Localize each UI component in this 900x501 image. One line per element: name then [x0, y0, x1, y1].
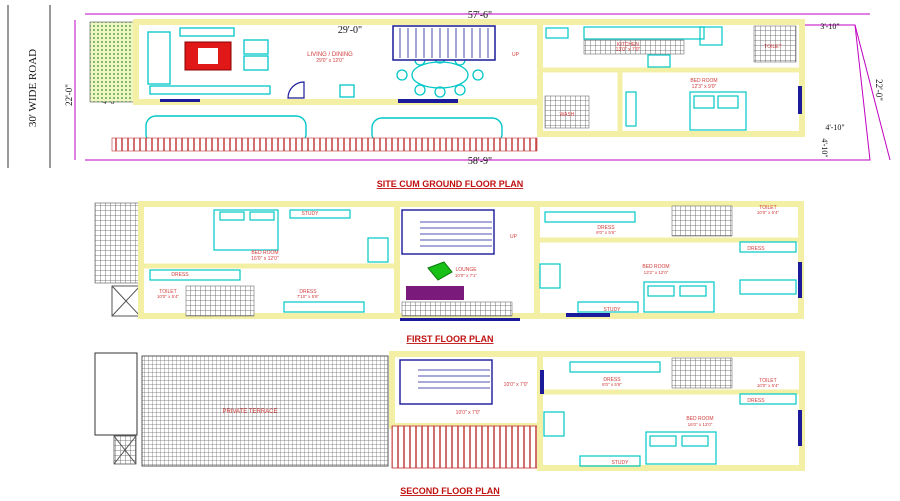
wash-label: WASH	[560, 112, 575, 118]
second-staircase	[399, 359, 493, 405]
ground-bedroom-label: BED ROOM	[690, 78, 717, 84]
living-size: 29'0" x 12'0"	[316, 58, 344, 64]
first-toilet-right-size: 10'0" x 5'4"	[757, 210, 780, 215]
kitchen-toilet-hatch	[753, 25, 797, 63]
second-landing-size: 10'0" x 7'0"	[456, 410, 481, 416]
kitchen-label: KITCHEN	[617, 42, 639, 48]
lounge-green-icon	[427, 261, 453, 281]
second-dress-size: 8'0" x 5'6"	[602, 382, 622, 387]
first-balcony-hatch	[94, 202, 142, 284]
second-dress-label: DRESS	[603, 377, 621, 383]
first-bedroom-left-size: 16'0" x 12'0"	[251, 256, 279, 262]
first-windows	[400, 262, 802, 321]
living-label: LIVING / DINING	[307, 52, 353, 58]
lounge-size: 10'0" x 7'1"	[455, 273, 478, 278]
second-landing2-size: 10'0" x 7'0"	[504, 382, 529, 388]
ground-floor-plan: 57'-6" 58'-9" 22'-0" 22'-0" 3'-10" 4'-10…	[64, 10, 891, 167]
first-furniture-icons	[149, 209, 797, 313]
ground-staircase: UP	[392, 25, 520, 61]
ground-floor-title: SITE CUM GROUND FLOOR PLAN	[377, 179, 524, 189]
dim-right-small: 4'-10"	[825, 123, 844, 132]
first-bedroom-left-label: BED ROOM	[251, 250, 278, 256]
lounge-label: LOUNGE	[455, 267, 477, 273]
road-strip: 30' WIDE ROAD	[7, 5, 51, 168]
first-toilet-left-label: TOILET	[159, 289, 176, 295]
dim-top: 57'-6"	[468, 10, 492, 21]
second-floor-title: SECOND FLOOR PLAN	[400, 486, 500, 496]
dim-right-lower: 4'-10"	[820, 138, 829, 157]
stair-up-label: UP	[512, 52, 520, 58]
first-bedroom-right-size: 13'2" x 12'0"	[644, 270, 669, 275]
second-dress2-label: DRESS	[747, 398, 765, 404]
ground-compound-wall	[111, 137, 538, 152]
first-staircase: UP	[401, 209, 518, 255]
second-toilet-size: 10'0" x 5'4"	[757, 383, 780, 388]
dim-right-top: 3'-10"	[820, 22, 839, 31]
dim-right-height: 22'-0"	[874, 79, 884, 101]
ground-bed-icon	[625, 91, 747, 131]
first-up-label: UP	[510, 234, 518, 240]
second-windows	[540, 370, 802, 446]
first-floor-title: FIRST FLOOR PLAN	[407, 334, 494, 344]
wash-area-hatch	[544, 95, 590, 129]
ground-bedroom-size: 12'3" x 9'0"	[692, 84, 717, 90]
second-toilet-label: TOILET	[759, 378, 776, 384]
second-bedroom-size: 16'0" x 12'0"	[688, 422, 713, 427]
first-study-label: STUDY	[302, 211, 320, 217]
dim-bottom: 58'-9"	[468, 156, 492, 167]
first-bedroom-right-label: BED ROOM	[642, 264, 669, 270]
second-furniture-icons	[543, 361, 797, 467]
second-study-label: STUDY	[612, 460, 630, 466]
first-dress-left2-label: DRESS	[299, 289, 317, 295]
first-dress-right2-label: DRESS	[747, 246, 765, 252]
road-label: 30' WIDE ROAD	[27, 49, 39, 127]
private-terrace	[141, 355, 389, 467]
first-dress-right-size: 8'0" x 5'6"	[596, 230, 616, 235]
door-icon	[287, 81, 305, 99]
first-floor-plan: UP STUDY BED ROOM 16'0" x 12'0" DRESS TO…	[94, 201, 804, 321]
first-dress-left-label: DRESS	[171, 272, 189, 278]
dim-living-width: 29'-0"	[338, 25, 362, 36]
first-toilet-left-size: 10'0" x 5'4"	[157, 294, 180, 299]
lawn-area	[89, 21, 135, 103]
first-toilet-right-label: TOILET	[759, 205, 776, 211]
first-dress-left2-size: 7'10" x 5'6"	[297, 294, 320, 299]
terrace-label: PRIVATE TERRACE	[222, 409, 277, 415]
ground-toilet-label: TOILET	[764, 44, 781, 50]
kitchen-furniture-icons	[545, 26, 723, 68]
ground-windows	[160, 86, 802, 114]
first-study-right-label: STUDY	[604, 307, 622, 313]
lounge-purple-icon	[406, 286, 464, 300]
second-floor-plan: PRIVATE TERRACE 10'0" x 7'0" 10'0" x 7'0…	[94, 351, 805, 471]
second-bedroom-label: BED ROOM	[686, 416, 713, 422]
kitchen-size: 13'0" x 7'0"	[616, 47, 641, 53]
living-furniture-icons	[147, 27, 484, 98]
dim-left-height: 22'-0"	[64, 84, 74, 106]
first-dress-right-label: DRESS	[597, 225, 615, 231]
